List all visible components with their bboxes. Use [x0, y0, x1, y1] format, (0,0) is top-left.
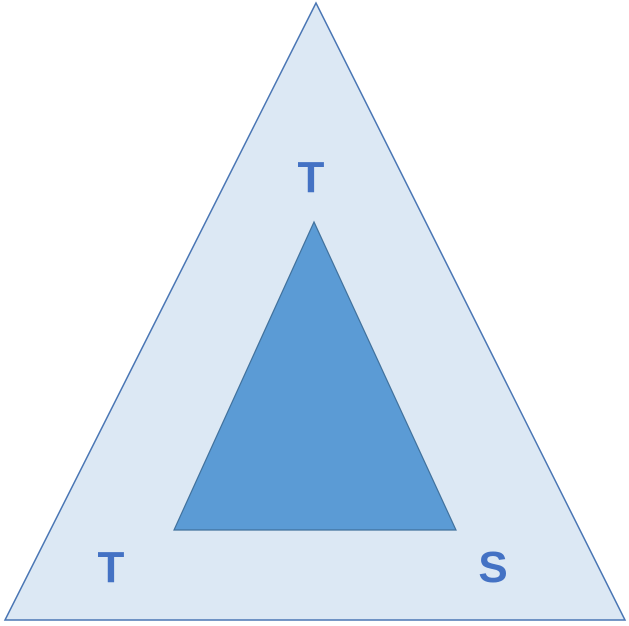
top-vertex-label: T [298, 153, 325, 202]
bottom-left-vertex-label: T [98, 543, 125, 592]
inner-triangle [173, 220, 457, 531]
bottom-right-vertex-label: S [478, 543, 507, 592]
